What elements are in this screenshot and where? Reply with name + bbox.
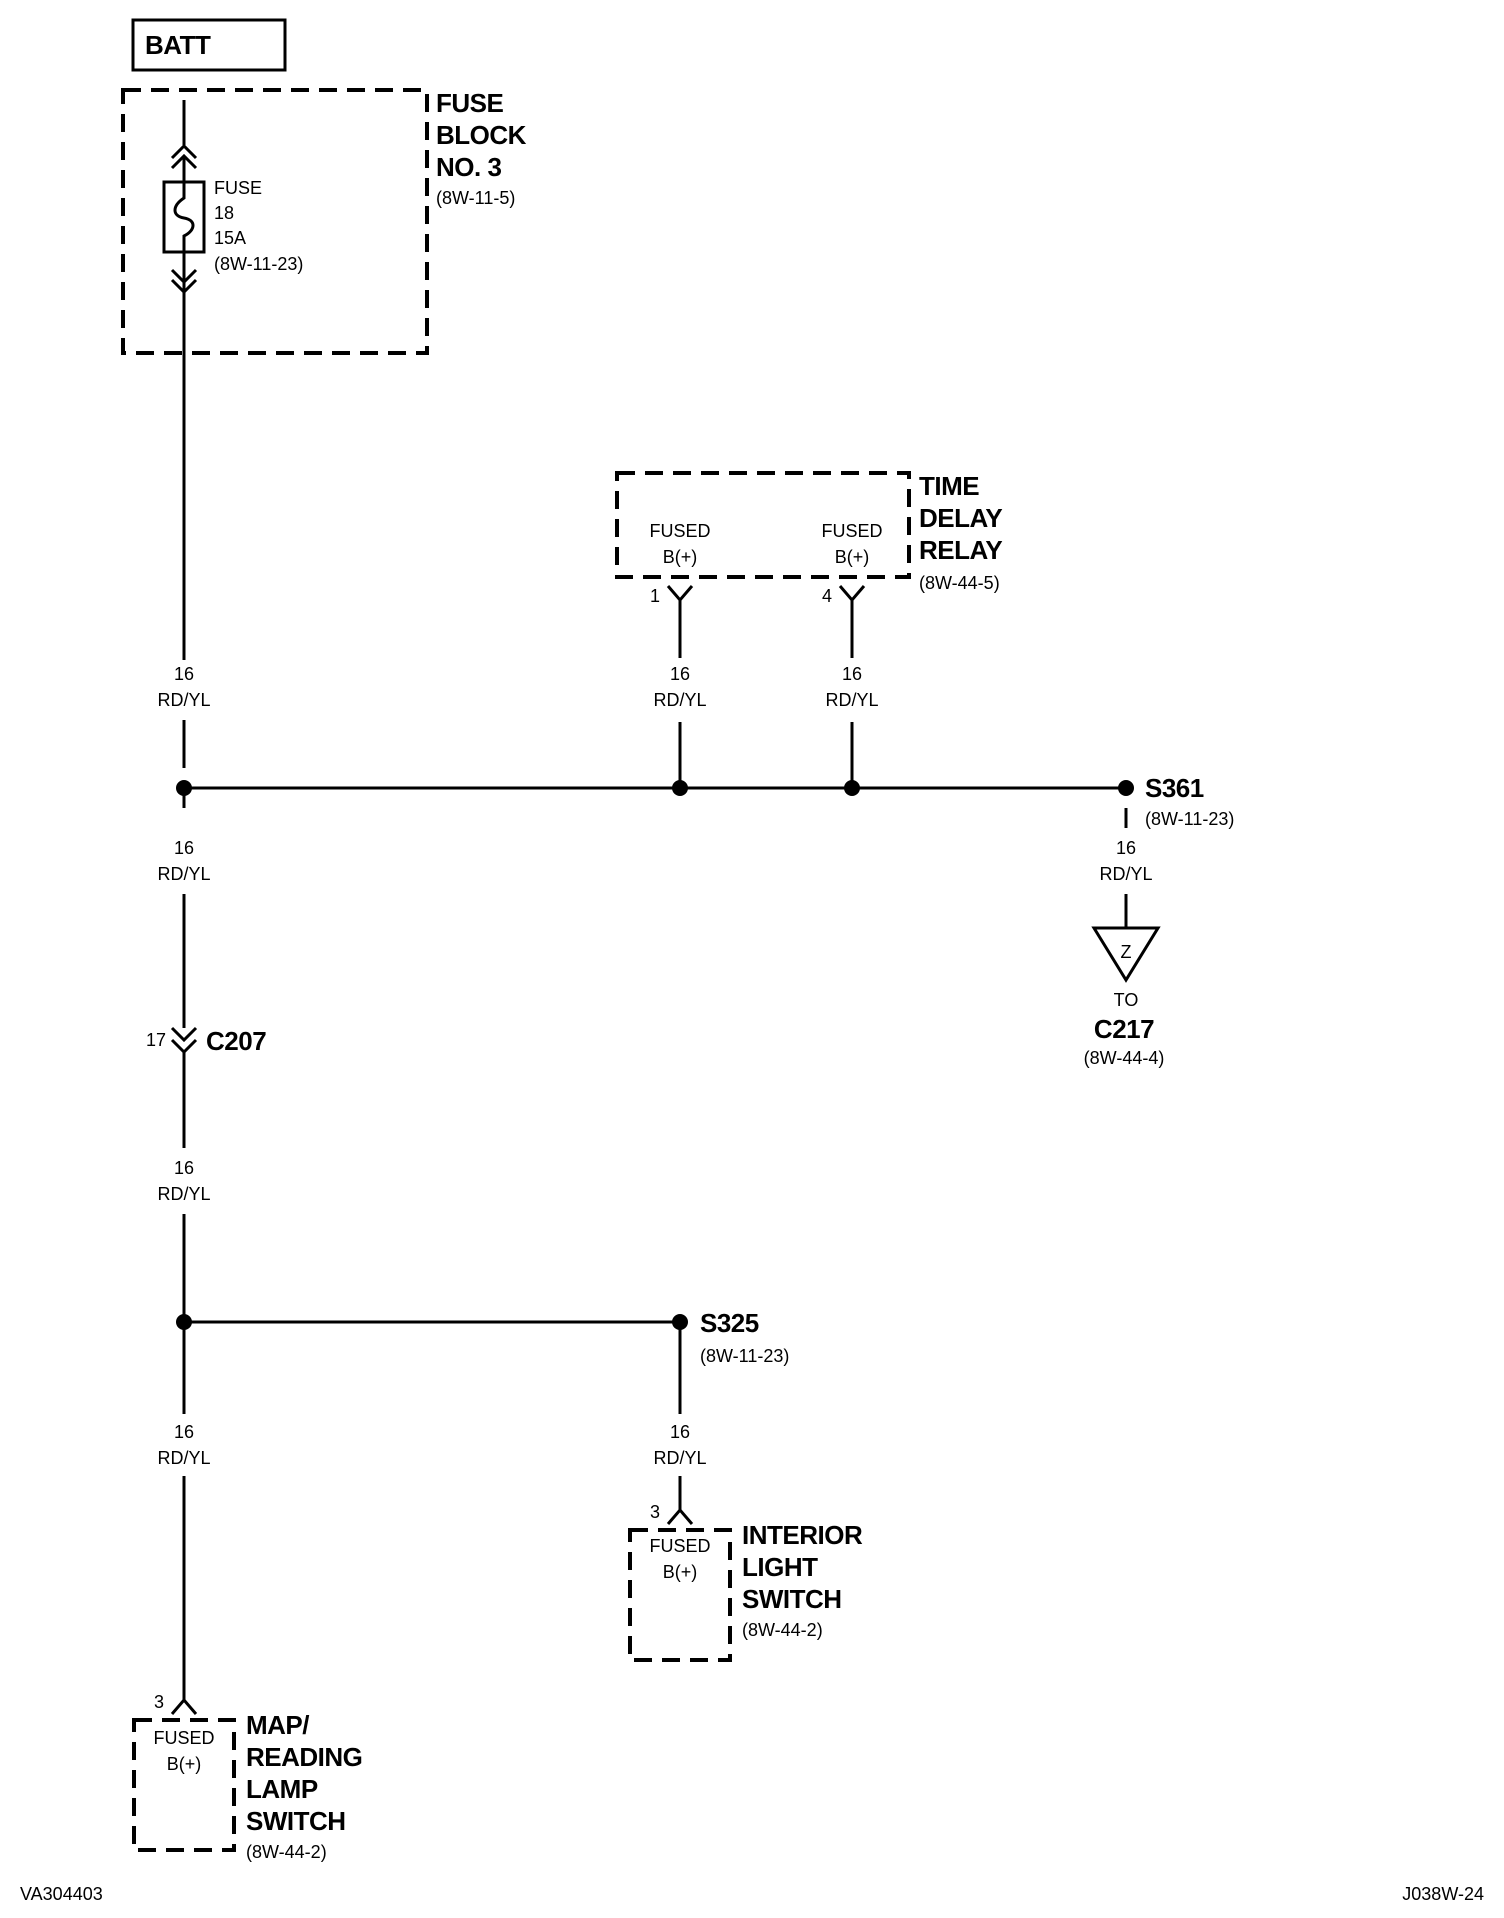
splice-dot-relay-1: [672, 780, 688, 796]
fuse-rating: 15A: [214, 228, 246, 248]
wire-gauge-7: 16: [670, 1422, 690, 1442]
fuse-block-box: [121, 88, 429, 355]
wire-color-4: RD/YL: [1099, 864, 1152, 884]
map-switch-title-3: LAMP: [246, 1774, 318, 1804]
relay-pin1-number: 1: [650, 586, 660, 606]
ground-z-triangle: [1091, 926, 1161, 983]
relay-pin1-connector: [666, 585, 694, 603]
wire-gauge-3: 16: [842, 664, 862, 684]
footer-right-code: J038W-24: [1402, 1884, 1484, 1904]
map-switch-label2: B(+): [167, 1754, 202, 1774]
relay-pin4-number: 4: [822, 586, 832, 606]
interior-switch-ref: (8W-44-2): [742, 1620, 823, 1640]
interior-switch-pin-number: 3: [650, 1502, 660, 1522]
map-switch-ref: (8W-44-2): [246, 1842, 327, 1862]
interior-switch-title-2: LIGHT: [742, 1552, 818, 1582]
relay-pin1-label1: FUSED: [649, 521, 710, 541]
ground-z-connector: C217: [1094, 1014, 1154, 1044]
relay-pin4-label2: B(+): [835, 547, 870, 567]
fuse-label: FUSE: [214, 178, 262, 198]
time-delay-relay-box: [615, 471, 911, 579]
wire-gauge-8: 16: [174, 1422, 194, 1442]
batt-label: BATT: [145, 30, 211, 60]
s325-ref: (8W-11-23): [700, 1346, 789, 1366]
map-switch-label1: FUSED: [153, 1728, 214, 1748]
interior-switch-pin-connector: [666, 1507, 694, 1525]
interior-switch-title-3: SWITCH: [742, 1584, 842, 1614]
interior-light-switch-box: [628, 1528, 732, 1662]
fuse-element: [173, 182, 195, 252]
map-switch-title-4: SWITCH: [246, 1806, 346, 1836]
splice-dot-s361: [1118, 780, 1134, 796]
wire-color-3: RD/YL: [825, 690, 878, 710]
splice-dot-relay-4: [844, 780, 860, 796]
relay-title-2: DELAY: [919, 503, 1002, 533]
ground-z-symbol: Z: [1121, 942, 1132, 962]
map-switch-pin-number: 3: [154, 1692, 164, 1712]
wire-color-8: RD/YL: [157, 1448, 210, 1468]
interior-switch-title-1: INTERIOR: [742, 1520, 863, 1550]
wire-color-1: RD/YL: [157, 690, 210, 710]
s361-label: S361: [1145, 773, 1204, 803]
fuse-top-chevron-2: [170, 153, 198, 170]
fuse-block-title-1: FUSE: [436, 88, 504, 118]
fuse-block-ref: (8W-11-5): [436, 188, 515, 208]
wire-gauge-5: 16: [174, 838, 194, 858]
map-switch-title-2: READING: [246, 1742, 362, 1772]
wire-color-7: RD/YL: [653, 1448, 706, 1468]
relay-title-1: TIME: [919, 471, 979, 501]
wire-color-5: RD/YL: [157, 864, 210, 884]
relay-pin4-connector: [838, 585, 866, 603]
c207-chevron-1: [170, 1026, 198, 1043]
map-switch-pin-connector: [170, 1697, 198, 1715]
ground-z-ref: (8W-44-4): [1084, 1048, 1165, 1068]
wire-gauge-1: 16: [174, 664, 194, 684]
footer-left-code: VA304403: [20, 1884, 103, 1904]
wire-gauge-4: 16: [1116, 838, 1136, 858]
relay-pin4-label1: FUSED: [821, 521, 882, 541]
relay-pin1-label2: B(+): [663, 547, 698, 567]
relay-title-3: RELAY: [919, 535, 1002, 565]
c207-pin: 17: [146, 1030, 166, 1050]
interior-switch-label2: B(+): [663, 1562, 698, 1582]
relay-ref: (8W-44-5): [919, 573, 1000, 593]
wire-gauge-2: 16: [670, 664, 690, 684]
wire-color-2: RD/YL: [653, 690, 706, 710]
fuse-ref: (8W-11-23): [214, 254, 303, 274]
c207-label: C207: [206, 1026, 266, 1056]
batt-box: [131, 18, 287, 72]
fuse-number: 18: [214, 203, 234, 223]
interior-switch-label1: FUSED: [649, 1536, 710, 1556]
wire-color-6: RD/YL: [157, 1184, 210, 1204]
fuse-block-title-2: BLOCK: [436, 120, 527, 150]
map-switch-title-1: MAP/: [246, 1710, 309, 1740]
s361-ref: (8W-11-23): [1145, 809, 1234, 829]
ground-z-to: TO: [1114, 990, 1139, 1010]
fuse-top-chevron-1: [170, 143, 198, 160]
map-reading-lamp-switch-box: [132, 1718, 236, 1852]
wire-gauge-6: 16: [174, 1158, 194, 1178]
s325-label: S325: [700, 1308, 759, 1338]
fuse-block-title-3: NO. 3: [436, 152, 501, 182]
